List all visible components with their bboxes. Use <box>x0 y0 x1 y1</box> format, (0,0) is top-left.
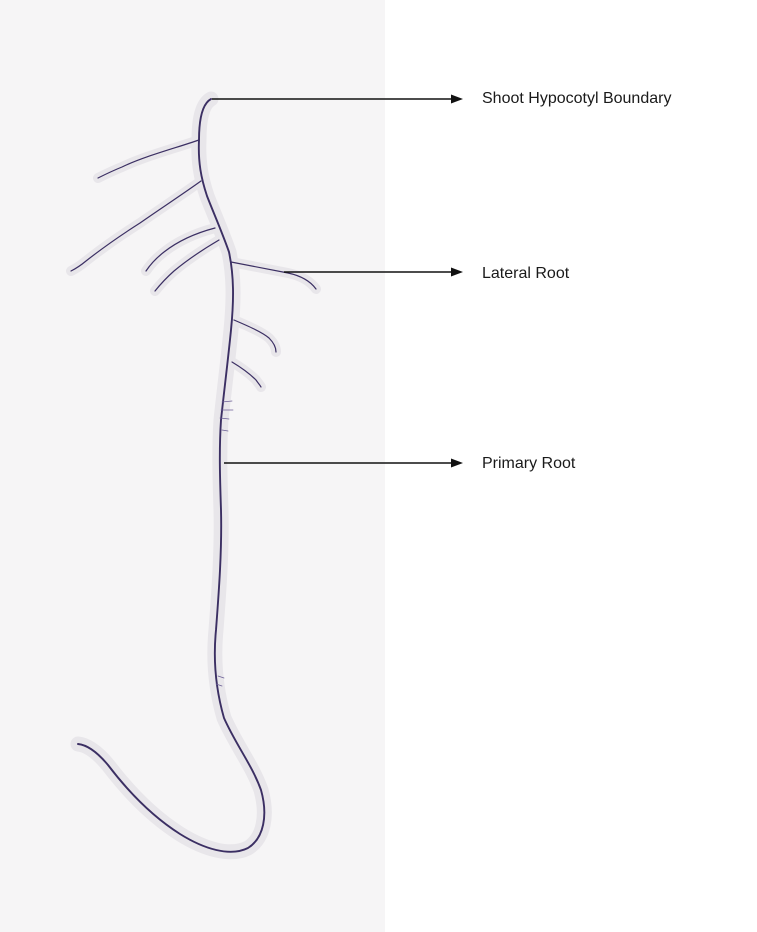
lateral-root-label: Lateral Root <box>482 266 569 282</box>
primary-root-label: Primary Root <box>482 456 575 472</box>
shoot-hypocotyl-boundary-label: Shoot Hypocotyl Boundary <box>482 91 671 107</box>
